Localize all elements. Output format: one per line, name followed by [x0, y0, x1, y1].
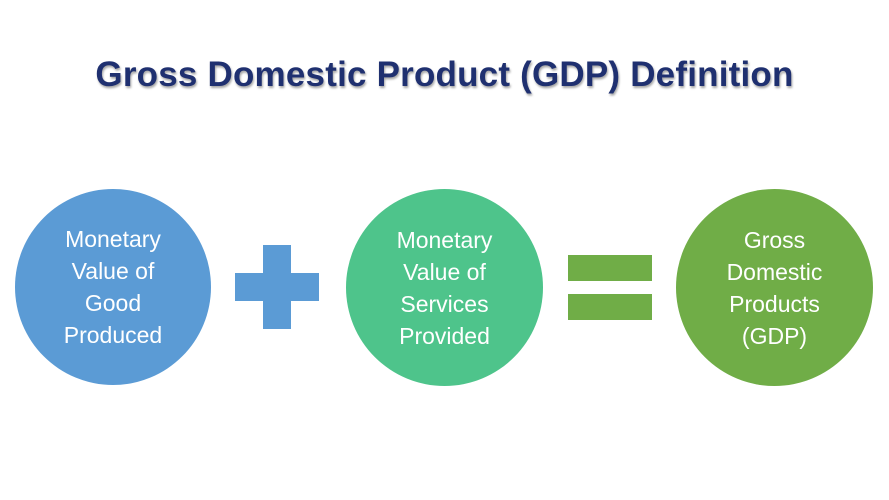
goods-value-circle: Monetary Value of Good Produced	[15, 189, 211, 385]
gdp-circle: Gross Domestic Products (GDP)	[676, 189, 873, 386]
equals-icon-bottom-bar	[568, 294, 652, 320]
gdp-label: Gross Domestic Products (GDP)	[726, 226, 823, 349]
equals-icon-top-bar	[568, 255, 652, 281]
plus-icon-horizontal-bar	[235, 273, 319, 301]
page-title: Gross Domestic Product (GDP) Definition	[95, 55, 794, 94]
goods-value-label: Monetary Value of Good Produced	[63, 226, 163, 348]
services-value-circle: Monetary Value of Services Provided	[346, 189, 543, 386]
services-value-label: Monetary Value of Services Provided	[396, 226, 493, 349]
